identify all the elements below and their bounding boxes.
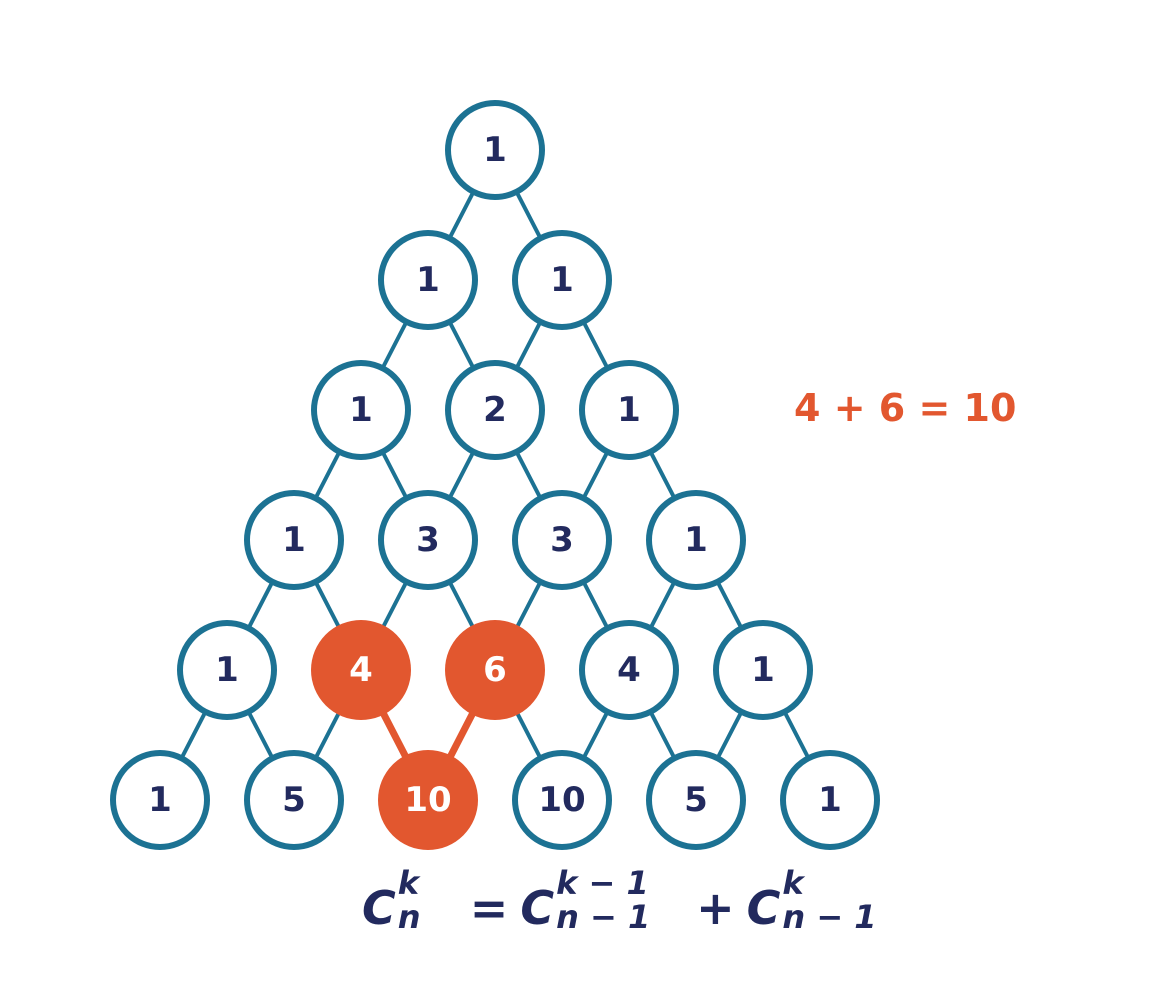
node-value: 1	[416, 260, 440, 300]
formula-lhs-sup: k	[397, 864, 420, 902]
node-circle	[646, 490, 746, 590]
node-circle	[445, 360, 545, 460]
node-circle	[713, 620, 813, 720]
node-r3-3: 1	[646, 490, 746, 590]
node-value: 1	[617, 390, 641, 430]
node-r5-4: 5	[646, 750, 746, 850]
node-r5-1: 5	[244, 750, 344, 850]
node-value: 5	[684, 780, 708, 820]
node-circle	[244, 490, 344, 590]
node-circle	[512, 750, 612, 850]
node-circle	[579, 360, 679, 460]
node-circle	[378, 230, 478, 330]
node-circle	[579, 620, 679, 720]
annotation-result: 10	[963, 386, 1017, 430]
node-value: 1	[282, 520, 306, 560]
node-value: 1	[148, 780, 172, 820]
nodes-layer: 1 1 1 1 2 1 1 3 3 1 1 4 6 4 1 1 5 10 10 5 1	[110, 100, 880, 850]
node-r4-4: 1	[713, 620, 813, 720]
formula-equals: =	[469, 881, 509, 935]
formula-term2-base: C	[746, 881, 781, 935]
node-r5-3: 10	[512, 750, 612, 850]
node-r5-2: 10	[378, 750, 478, 850]
node-value: 2	[483, 390, 507, 430]
node-r5-5: 1	[780, 750, 880, 850]
node-r4-1: 4	[311, 620, 411, 720]
node-r2-2: 1	[579, 360, 679, 460]
formula-plus: +	[696, 881, 735, 935]
node-value: 1	[684, 520, 708, 560]
node-value: 4	[617, 650, 641, 690]
formula-term1-base: C	[520, 881, 555, 935]
node-r3-1: 3	[378, 490, 478, 590]
sum-annotation: 4 + 6 = 10	[794, 386, 1016, 430]
node-circle	[780, 750, 880, 850]
node-circle	[311, 620, 411, 720]
node-circle	[110, 750, 210, 850]
node-r3-2: 3	[512, 490, 612, 590]
node-circle	[311, 360, 411, 460]
node-value: 1	[483, 130, 507, 170]
node-circle	[378, 750, 478, 850]
node-value: 10	[404, 780, 451, 820]
formula-lhs-base: C	[362, 881, 396, 935]
node-circle	[512, 230, 612, 330]
node-r3-0: 1	[244, 490, 344, 590]
node-value: 10	[538, 780, 585, 820]
node-value: 1	[550, 260, 574, 300]
annotation-addend-a: 4	[794, 386, 821, 430]
node-circle	[445, 100, 545, 200]
node-circle	[646, 750, 746, 850]
node-value: 3	[550, 520, 574, 560]
node-value: 1	[349, 390, 373, 430]
node-r5-0: 1	[110, 750, 210, 850]
node-circle	[244, 750, 344, 850]
node-circle	[177, 620, 277, 720]
node-circle	[512, 490, 612, 590]
node-r1-1: 1	[512, 230, 612, 330]
node-r1-0: 1	[378, 230, 478, 330]
node-value: 4	[349, 650, 373, 690]
formula-term1-sup: k − 1	[556, 864, 649, 902]
node-r4-2: 6	[445, 620, 545, 720]
node-r0-0: 1	[445, 100, 545, 200]
node-r2-0: 1	[311, 360, 411, 460]
node-circle	[445, 620, 545, 720]
node-r2-1: 2	[445, 360, 545, 460]
formula-term1-sub: n − 1	[556, 898, 651, 936]
node-r4-3: 4	[579, 620, 679, 720]
node-value: 3	[416, 520, 440, 560]
node-r4-0: 1	[177, 620, 277, 720]
node-value: 1	[751, 650, 775, 690]
node-value: 5	[282, 780, 306, 820]
formula-term2-sup: k	[782, 864, 804, 902]
formula-lhs-sub: n	[397, 898, 421, 936]
annotation-plus: +	[833, 386, 866, 430]
node-value: 1	[215, 650, 239, 690]
node-circle	[378, 490, 478, 590]
formula-term2-sub: n − 1	[782, 898, 877, 936]
annotation-addend-b: 6	[878, 386, 906, 430]
node-value: 1	[818, 780, 842, 820]
node-value: 6	[483, 650, 507, 690]
annotation-equals: =	[918, 386, 951, 430]
